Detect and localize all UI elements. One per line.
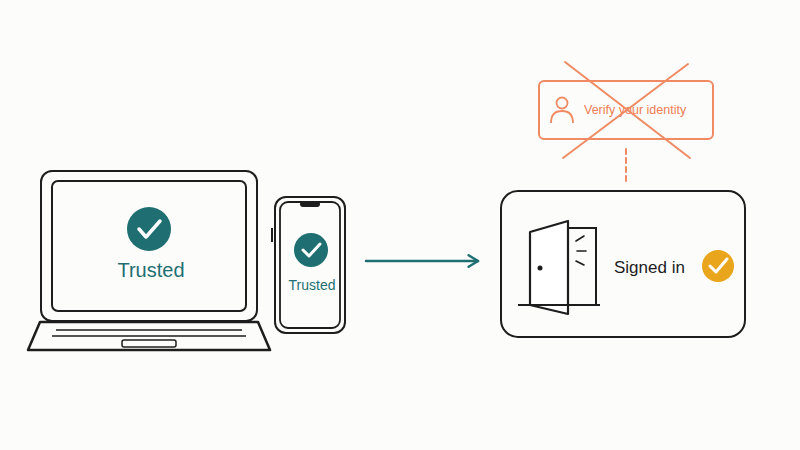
check-circle <box>702 250 734 282</box>
node-label: Trusted <box>42 258 260 282</box>
laptop-base <box>28 322 270 350</box>
connector-line <box>366 260 478 263</box>
phone-notch <box>300 201 320 207</box>
arrow-head <box>469 255 478 266</box>
keyboard-line <box>56 329 242 331</box>
dashed-connector <box>626 149 627 185</box>
phone-button <box>271 228 273 242</box>
trackpad <box>122 340 176 347</box>
light-ray <box>576 261 584 265</box>
check-mark <box>303 244 320 256</box>
flow-arrow <box>366 255 478 266</box>
door-knob <box>538 266 543 271</box>
person-icon <box>551 111 573 123</box>
person-icon <box>557 98 568 109</box>
node-label: Trusted <box>276 277 348 294</box>
check-mark <box>710 259 727 272</box>
keyboard-line <box>52 335 246 337</box>
floor-line <box>518 304 600 306</box>
connector-line <box>625 149 627 185</box>
light-ray <box>577 250 586 252</box>
check-circle <box>127 207 171 251</box>
node-label: Signed in <box>614 258 714 278</box>
check-circle <box>294 233 328 267</box>
phone-device: Trusted <box>274 196 346 334</box>
laptop-inner-screen <box>52 181 246 311</box>
check-mark <box>139 221 160 237</box>
phone-inner-screen <box>280 202 340 328</box>
light-ray <box>576 236 584 241</box>
laptop-screen: Trusted <box>40 170 258 322</box>
node-label: Verify your identity <box>584 103 712 118</box>
signed-in-box: Signed in <box>500 190 746 338</box>
door-panel <box>530 221 568 314</box>
